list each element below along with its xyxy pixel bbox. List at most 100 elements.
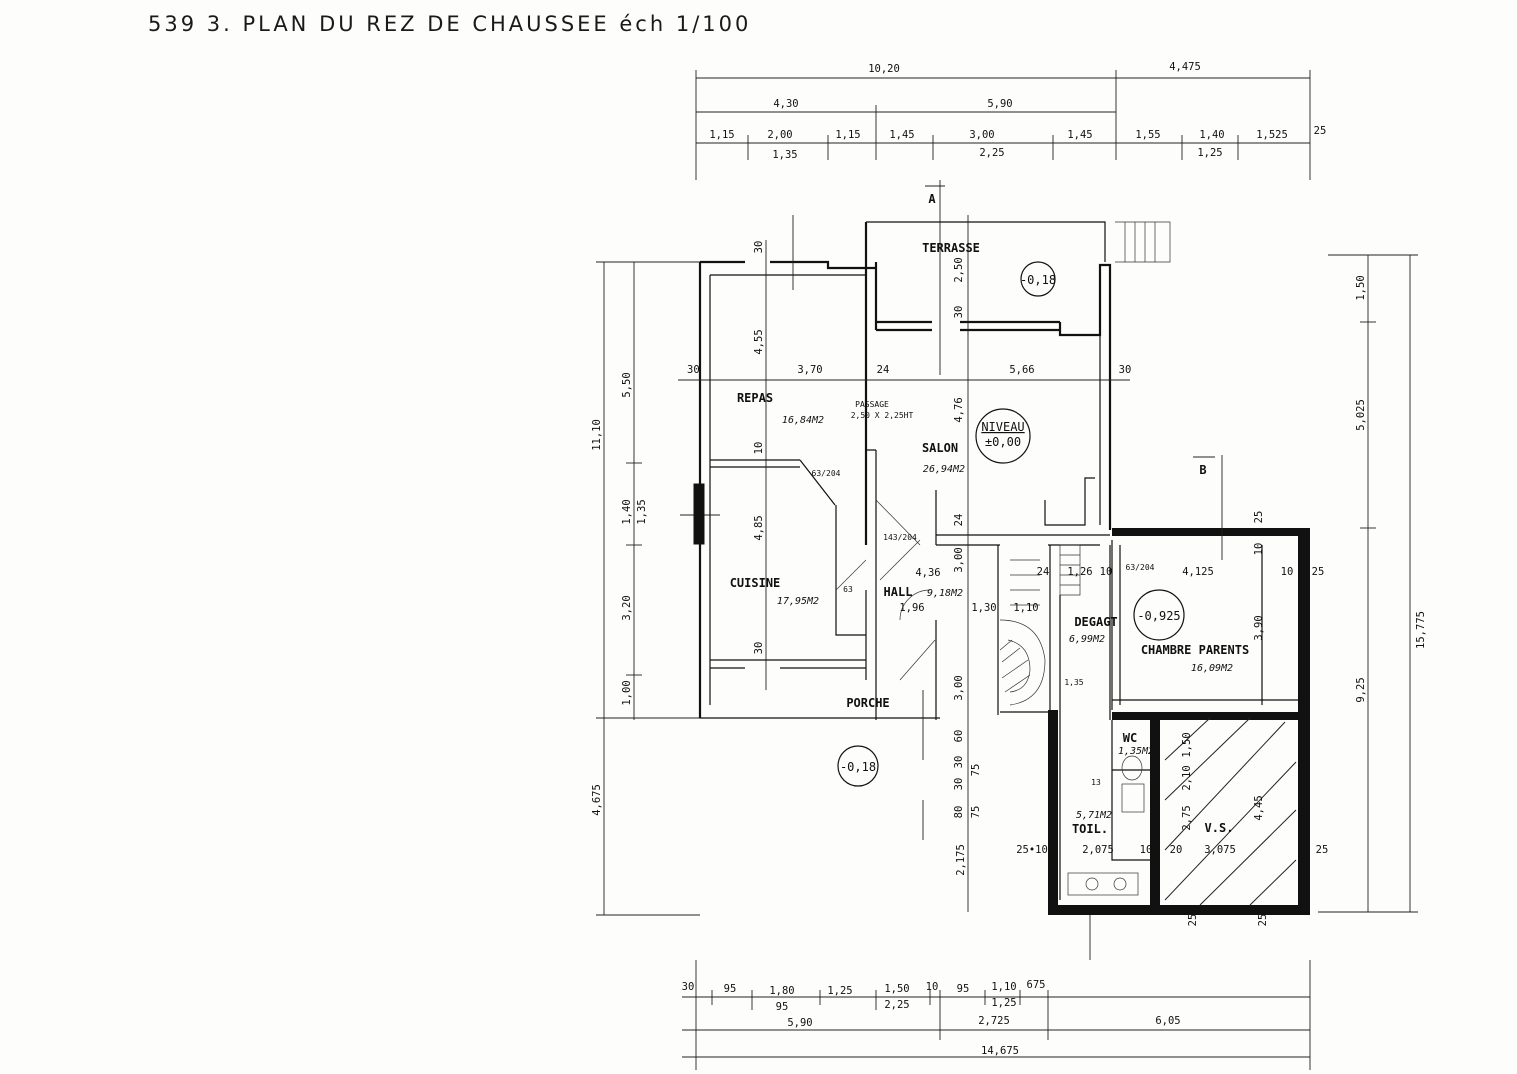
inner-dimensions: 30 3,70 24 5,66 30 30 4,55 10 4,85 30 2,…: [687, 241, 1328, 927]
dim-top-l2b: 5,90: [987, 98, 1012, 110]
dim-v25b: 25: [1257, 914, 1269, 927]
dim-left-seg-2: 1,35: [636, 499, 648, 524]
room-passage: PASSAGE: [855, 400, 889, 409]
dim-10c: 10: [1253, 543, 1265, 556]
dim-top-r3-1: 2,00: [767, 129, 792, 141]
dim-v30bot: 30: [753, 642, 765, 655]
dim-v445: 4,45: [1253, 795, 1265, 820]
dim-top-r3-8: 1,525: [1256, 129, 1288, 141]
dim-bot-r1-6: 95: [957, 983, 970, 995]
dim-370: 3,70: [797, 364, 822, 376]
dim-110: 1,10: [1013, 602, 1038, 614]
room-salon: SALON: [922, 441, 958, 455]
note-63c: 63/204: [1126, 563, 1155, 572]
dim-left-seg-3: 3,20: [621, 595, 633, 620]
dim-196: 1,96: [899, 602, 924, 614]
dim-25a: 25: [1312, 566, 1325, 578]
dim-bot-total: 14,675: [981, 1045, 1019, 1057]
dim-top-r3-2: 1,15: [835, 129, 860, 141]
left-dimension-chains: 11,10 5,50 1,40 1,35 3,20 1,00 4,675: [591, 261, 700, 916]
dim-25b: 25: [1253, 511, 1265, 524]
dim-30a: 30: [687, 364, 700, 376]
vs-hatch: [1164, 717, 1297, 906]
right-dimension-chains: 1,50 5,025 9,25 15,775: [1318, 254, 1427, 913]
dim-top-r3-6: 1,55: [1135, 129, 1160, 141]
note-63a: 63/204: [812, 469, 841, 478]
dim-bot-r1-5: 10: [926, 981, 939, 993]
dim-2510: 25•10: [1016, 844, 1048, 856]
dim-top-total: 10,20: [868, 63, 900, 75]
dim-v250: 2,50: [953, 257, 965, 282]
dim-v135: 1,35: [1064, 678, 1083, 687]
level-niveau-label: NIVEAU: [981, 420, 1024, 434]
dim-top-r4-1: 2,25: [979, 147, 1004, 159]
dim-v75b: 75: [970, 806, 982, 819]
dim-v476: 4,76: [953, 397, 965, 422]
room-degagt-area: 6,99M2: [1069, 634, 1105, 645]
level-chambre: -0,925: [1137, 609, 1180, 623]
dim-bot-r2-2: 1,25: [991, 997, 1016, 1009]
dim-30b: 30: [1119, 364, 1132, 376]
dim-top-r3-3: 1,45: [889, 129, 914, 141]
dim-top-r4-2: 1,25: [1197, 147, 1222, 159]
dim-bot-r1-8: 675: [1027, 979, 1046, 991]
dim-v30top: 30: [753, 241, 765, 254]
plan-title: 539 3. PLAN DU REZ DE CHAUSSEE éch 1/100: [148, 12, 752, 36]
dim-top-right: 4,475: [1169, 61, 1201, 73]
dim-v455: 4,55: [753, 329, 765, 354]
room-hall: HALL: [884, 585, 913, 599]
dim-v300: 3,00: [953, 547, 965, 572]
dim-left-seg-1: 1,40: [621, 499, 633, 524]
dim-v80: 80: [953, 806, 965, 819]
dim-bot-r1-0: 30: [682, 981, 695, 993]
room-wc-area: 1,35M2: [1118, 746, 1154, 757]
dim-25c: 25: [1316, 844, 1329, 856]
dim-566: 5,66: [1009, 364, 1034, 376]
dim-bot-r1-7: 1,10: [991, 981, 1016, 993]
room-labels: TERRASSE REPAS 16,84M2 PASSAGE 2,50 X 2,…: [730, 241, 1249, 836]
dim-top-r3-7: 1,40: [1199, 129, 1224, 141]
dim-10a: 10: [1100, 566, 1113, 578]
room-terrasse: TERRASSE: [922, 241, 980, 255]
note-143: 143/204: [883, 533, 917, 542]
dim-v25a: 25: [1187, 914, 1199, 927]
dim-bot-r3-2: 6,05: [1155, 1015, 1180, 1027]
dim-left-seg-0: 5,50: [621, 372, 633, 397]
room-toil-area: 5,71M2: [1076, 810, 1112, 821]
dim-v24: 24: [953, 514, 965, 527]
room-cuisine-area: 17,95M2: [777, 596, 819, 607]
dim-top-l2a: 4,30: [773, 98, 798, 110]
dim-left-total: 11,10: [591, 419, 603, 451]
dim-3075: 3,075: [1204, 844, 1236, 856]
dim-20: 20: [1170, 844, 1183, 856]
dim-v300b: 3,00: [953, 675, 965, 700]
dim-right-seg-2: 9,25: [1355, 677, 1367, 702]
room-repas-area: 16,84M2: [782, 415, 824, 426]
dim-right-seg-0: 1,50: [1355, 275, 1367, 300]
room-passage-dim: 2,50 X 2,25HT: [851, 411, 914, 420]
room-vs: V.S.: [1205, 821, 1234, 835]
dim-2075: 2,075: [1082, 844, 1114, 856]
dim-10d: 10: [1140, 844, 1153, 856]
top-dimension-chains: 10,20 4,475 4,30 5,90 1,15 2,00 1,15 1,4…: [695, 61, 1326, 180]
dim-v30s: 30: [953, 306, 965, 319]
room-salon-area: 26,94M2: [923, 464, 965, 475]
room-degagt: DEGAGT: [1074, 615, 1117, 629]
dim-right-seg-1: 5,025: [1355, 399, 1367, 431]
room-chambre-area: 16,09M2: [1191, 663, 1233, 674]
room-chambre-parents: CHAMBRE PARENTS: [1141, 643, 1249, 657]
dim-top-r3-5: 1,45: [1067, 129, 1092, 141]
dim-bot-r1-3: 1,25: [827, 985, 852, 997]
section-a: A: [928, 192, 936, 206]
dim-bot-r2-1: 2,25: [884, 999, 909, 1011]
dim-v150: 1,50: [1181, 732, 1193, 757]
dim-130: 1,30: [971, 602, 996, 614]
level-markers: -0,18 NIVEAU ±0,00 -0,925 -0,18: [837, 261, 1185, 787]
walls: [678, 180, 1310, 960]
note-63b: 63: [843, 585, 853, 594]
dim-v75a: 75: [970, 764, 982, 777]
dim-v30a: 30: [953, 756, 965, 769]
dim-v10: 10: [753, 442, 765, 455]
dim-v2175: 2,175: [955, 844, 967, 876]
